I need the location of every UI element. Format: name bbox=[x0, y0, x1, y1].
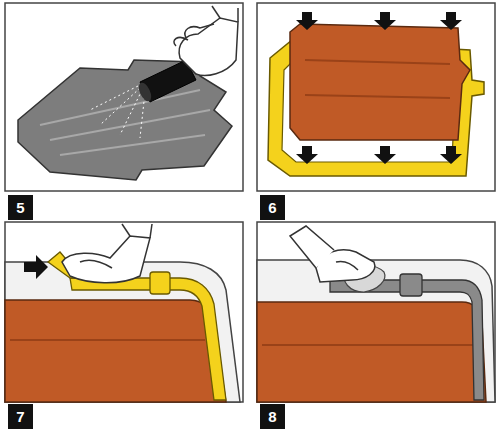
press-arrow bbox=[440, 146, 462, 164]
car-boot bbox=[10, 339, 205, 341]
grey-mat bbox=[18, 60, 232, 180]
spray-can bbox=[136, 60, 196, 103]
gloved-hand bbox=[336, 261, 358, 270]
car-boot bbox=[257, 260, 495, 402]
yellow-strip bbox=[150, 272, 170, 294]
gloved-hand bbox=[122, 224, 130, 236]
grey-strip bbox=[400, 274, 422, 296]
step-number-box: 6 bbox=[260, 195, 285, 220]
press-arrow bbox=[296, 12, 318, 30]
brown-mat bbox=[290, 24, 470, 140]
grey-strip bbox=[330, 280, 484, 400]
spray-mist bbox=[120, 90, 142, 135]
gloved-hand bbox=[290, 226, 334, 268]
spray-mist bbox=[90, 86, 138, 110]
panel-frame bbox=[257, 222, 495, 402]
push-arrow bbox=[24, 255, 48, 279]
push-arrow bbox=[24, 255, 48, 279]
car-boot bbox=[5, 300, 226, 402]
grey-mat bbox=[40, 90, 210, 155]
gloved-hand bbox=[185, 24, 214, 38]
step-number: 7 bbox=[16, 408, 24, 425]
step-number: 6 bbox=[268, 199, 276, 216]
brown-mat bbox=[305, 60, 450, 98]
grey-mat bbox=[50, 110, 210, 140]
brown-mat bbox=[305, 95, 450, 98]
panel-frame bbox=[5, 3, 243, 191]
panel-frame bbox=[5, 222, 243, 402]
gloved-hand bbox=[150, 224, 152, 238]
spray-mist bbox=[100, 88, 140, 125]
yellow-strip bbox=[70, 278, 226, 400]
grey-mat bbox=[60, 135, 205, 155]
step-number-box: 5 bbox=[8, 195, 33, 220]
grey-mat bbox=[18, 60, 232, 180]
step-number-box: 8 bbox=[260, 404, 285, 429]
car-boot bbox=[262, 344, 478, 346]
gloved-hand bbox=[62, 236, 150, 283]
car-boot bbox=[257, 302, 486, 402]
step-number: 5 bbox=[16, 199, 24, 216]
brown-mat bbox=[290, 24, 470, 140]
spray-can bbox=[136, 81, 154, 103]
press-arrow bbox=[296, 12, 462, 164]
car-boot bbox=[257, 260, 495, 402]
car-boot bbox=[5, 262, 240, 402]
gloved-hand bbox=[290, 226, 375, 282]
gloved-hand bbox=[174, 38, 188, 46]
press-arrow bbox=[374, 12, 396, 30]
brown-mat bbox=[305, 60, 450, 64]
step-number: 8 bbox=[268, 408, 276, 425]
spray-mist bbox=[90, 86, 145, 138]
grey-strip bbox=[330, 274, 484, 400]
gloved-hand bbox=[179, 18, 238, 75]
step-number-box: 7 bbox=[8, 404, 33, 429]
gloved-hand bbox=[62, 224, 152, 283]
press-arrow bbox=[374, 146, 396, 164]
press-arrow bbox=[296, 146, 318, 164]
panel-frame bbox=[257, 3, 495, 191]
press-arrow bbox=[440, 12, 462, 30]
gloved-hand bbox=[237, 8, 239, 22]
panel-frame bbox=[5, 3, 495, 402]
gloved-hand bbox=[174, 6, 238, 75]
car-boot bbox=[5, 262, 240, 402]
gloved-hand bbox=[212, 6, 220, 18]
gloved-hand bbox=[80, 260, 112, 268]
